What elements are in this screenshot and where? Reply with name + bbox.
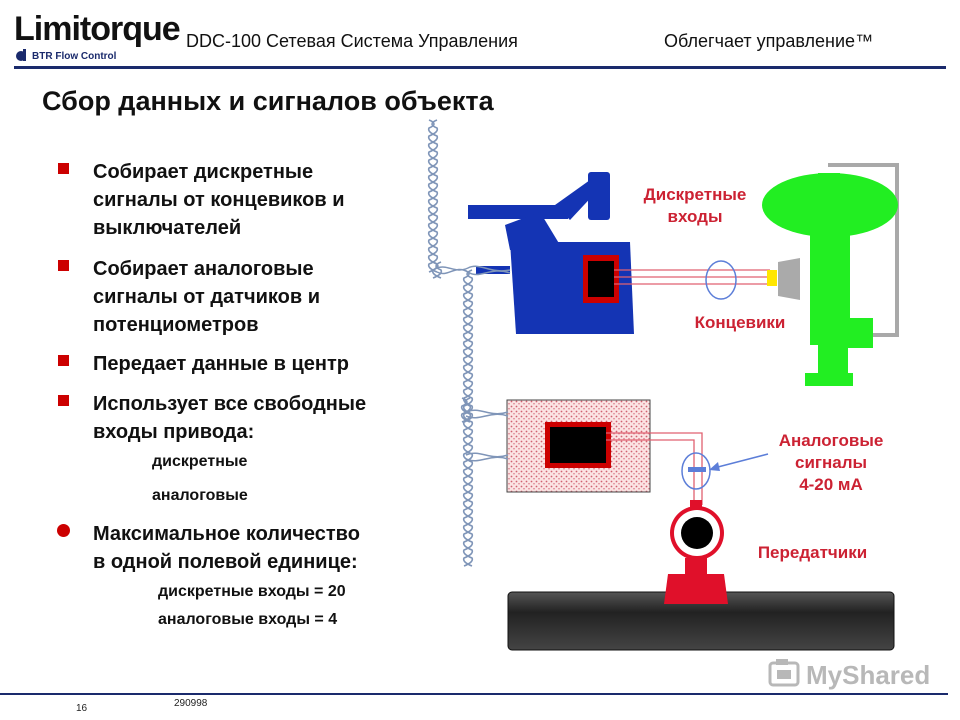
document-code: 290998 (174, 698, 208, 709)
btr-logo-icon (16, 49, 26, 61)
bullet-square-icon (58, 355, 69, 366)
label-line: Дискретные (643, 185, 747, 204)
header-title: DDC-100 Сетевая Система Управления (186, 31, 518, 51)
actuator (468, 172, 634, 334)
header-divider (14, 66, 946, 69)
logo-subtitle: BTR Flow Control (32, 51, 117, 62)
header-tagline: Облегчает управление™ (664, 31, 874, 51)
bullet-item: Использует все свободные входы привода: (58, 390, 366, 446)
sub-item: дискретные входы = 20 (158, 583, 346, 600)
bullet-line: сигналы от концевиков и (93, 189, 345, 211)
label-line: Аналоговые (778, 431, 884, 450)
sub-item: дискретные (152, 453, 248, 470)
bullet-line: Максимальное количество (93, 523, 360, 545)
label-transmitters: Передатчики (757, 543, 868, 562)
analog-pointer (713, 453, 769, 469)
sub-item: аналоговые входы = 4 (158, 611, 338, 628)
header: Limitorque BTR Flow Control DDC-100 Сете… (0, 0, 960, 70)
label-limit-switches: Концевики (694, 313, 786, 332)
sub-item: аналоговые (152, 487, 248, 504)
analog-card-screen (550, 427, 606, 463)
watermark: MyShared (806, 660, 931, 690)
arrow-icon (709, 462, 720, 471)
bullet-item: Передает данные в центр (58, 350, 349, 378)
label-line: 4-20 мА (799, 475, 863, 494)
transmitter (664, 500, 728, 604)
page-number: 16 (76, 703, 88, 714)
bullet-dot-icon (57, 524, 70, 537)
bullet-square-icon (58, 163, 69, 174)
page-title: Сбор данных и сигналов объекта (42, 86, 494, 116)
label-analog-signals: Аналоговые сигналы 4-20 мА (756, 430, 906, 496)
bullet-line: выключателей (93, 217, 242, 239)
bullet-line: входы привода: (93, 421, 255, 443)
bullet-line: потенциометров (93, 314, 259, 336)
watermark-icon (768, 659, 800, 687)
bullet-item: Максимальное количество в одной полевой … (57, 520, 360, 576)
discrete-signal-ring (705, 260, 737, 300)
label-line: сигналы (794, 453, 868, 472)
analog-meter-mark (688, 467, 706, 472)
bullet-square-icon (58, 395, 69, 406)
bullet-line: Передает данные в центр (93, 353, 349, 375)
logo: Limitorque (14, 10, 181, 48)
network-cable (427, 119, 474, 567)
bullet-item: Собирает дискретные сигналы от концевико… (58, 158, 345, 242)
bullet-square-icon (58, 260, 69, 271)
analog-wires (606, 432, 703, 505)
label-discrete-inputs: Дискретные входы (620, 184, 770, 228)
bullet-line: Использует все свободные (93, 393, 367, 415)
analog-signal-ring (681, 452, 711, 490)
valve (762, 163, 899, 386)
network-branch (436, 265, 511, 462)
bullet-line: в одной полевой единице: (93, 551, 358, 573)
discrete-wires (614, 269, 770, 285)
bullet-line: Собирает аналоговые (93, 258, 314, 280)
label-line: входы (667, 207, 723, 226)
bullet-line: сигналы от датчиков и (93, 286, 320, 308)
bullet-item: Собирает аналоговые сигналы от датчиков … (58, 255, 320, 339)
bullet-line: Собирает дискретные (93, 161, 314, 183)
footer-divider (0, 693, 948, 695)
